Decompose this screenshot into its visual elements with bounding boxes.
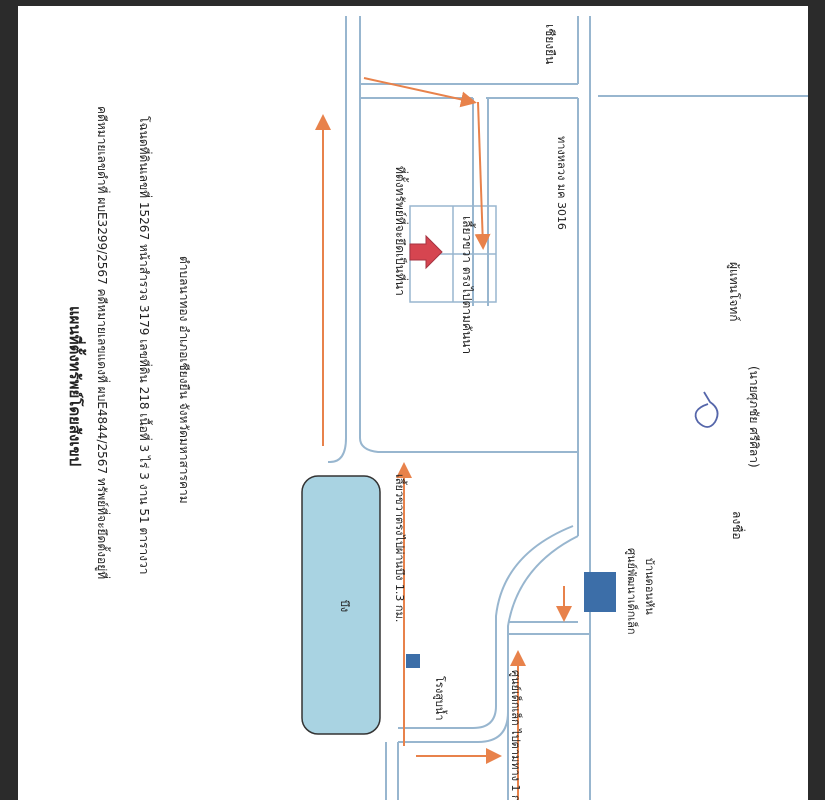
signer-role: ผู้แทนโจทก์ [726,262,741,322]
child-center-marker [584,572,616,612]
pump-house-label: โรงสูบน้ำ [433,676,448,721]
town-label: เชียงยืน [543,24,557,64]
road-network [328,16,808,800]
pond-label: บึง [338,600,351,612]
pump-house-marker [406,654,420,668]
document-title: แผนที่ตั้งทรัพย์โดยสังเขป [66,306,87,466]
case-line-2: โฉนดที่ดินเลขที่ 15267 หน้าสำรวจ 3179 เล… [137,116,153,574]
property-label: ที่ตั้งทรัพย์ที่จะยึดเป็นที่นา [393,166,409,296]
turn-direction: เลี้ยวขวา ตรงไปตามคันนา [460,216,476,354]
property-pointer-arrow [409,234,443,270]
map-drawing: บึง โรงสูบน้ำ ศูนย์พัฒนาเด็กเล็ก บ้านดอน… [66,16,808,800]
case-line-1: คดีหมายเลขดำที่ ผบE3299/2567 คดีหมายเลขแ… [94,106,111,579]
direction-arrows [315,77,572,800]
pond [301,475,381,735]
child-center-label: ศูนย์พัฒนาเด็กเล็ก [625,548,639,635]
signature-block: ลงชื่อ (นายศุภชัย ศรีศิลา) ผู้แทนโจทก์ [694,262,761,540]
road-label: ทางหลวง มค 3016 [555,136,568,230]
pond-direction-label: เลี้ยวขวาตรงไปผ่านบึง 1.3 กม. [393,474,408,622]
school-direction-label: ศูนย์เด็กเล็ก ไปตามทาง 1 กม. [509,670,523,800]
sign-label: ลงชื่อ [730,511,746,540]
document-header: แผนที่ตั้งทรัพย์โดยสังเขป คดีหมายเลขดำที… [66,106,191,579]
handwritten-signature [694,391,719,428]
signer-name: (นายศุภชัย ศรีศิลา) [746,366,761,468]
map-document: บึง โรงสูบน้ำ ศูนย์พัฒนาเด็กเล็ก บ้านดอน… [18,6,808,800]
child-center-village: บ้านดอนหัน [643,558,656,615]
case-line-3: ตำบลนาทอง อำเภอเชียงยืน จังหวัดมหาสารคาม [177,256,191,504]
